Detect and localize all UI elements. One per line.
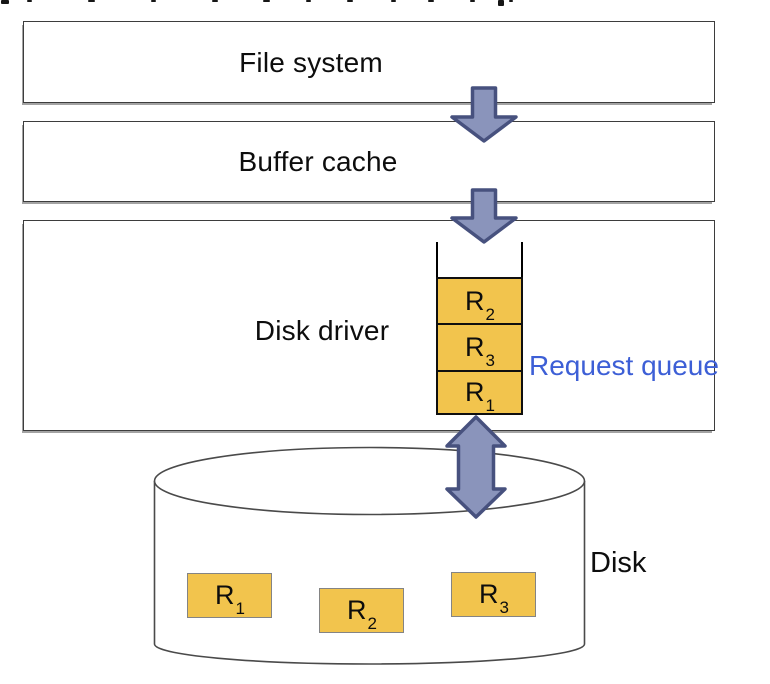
file-system-box <box>23 21 715 103</box>
request-queue-label: Request queue <box>529 350 719 381</box>
disk-block-label: R1 <box>215 580 245 619</box>
down-arrow-cache-to-driver-icon <box>450 188 518 244</box>
queue-item: R3 <box>436 323 523 372</box>
down-arrow-fs-to-cache-icon <box>450 86 518 143</box>
file-system-label: File system <box>239 47 383 78</box>
buffer-cache-label: Buffer cache <box>238 146 398 177</box>
disk-label: Disk <box>590 547 647 579</box>
request-queue: R2 R3 R1 <box>436 242 523 415</box>
disk-block-label: R2 <box>347 595 377 634</box>
cylinder-body <box>153 481 586 665</box>
queue-item-label: R1 <box>465 377 495 416</box>
disk-block-label: R3 <box>479 579 509 618</box>
queue-item: R1 <box>436 370 523 415</box>
double-arrow-driver-to-disk-icon <box>445 415 507 519</box>
disk-driver-box <box>23 220 715 431</box>
buffer-cache-box <box>23 121 715 202</box>
disk-block: R3 <box>451 572 536 617</box>
disk-block: R2 <box>319 588 404 633</box>
disk-block: R1 <box>187 573 272 618</box>
queue-item-label: R2 <box>465 285 495 324</box>
disk-driver-label: Disk driver <box>254 315 390 346</box>
queue-item-label: R3 <box>465 332 495 371</box>
